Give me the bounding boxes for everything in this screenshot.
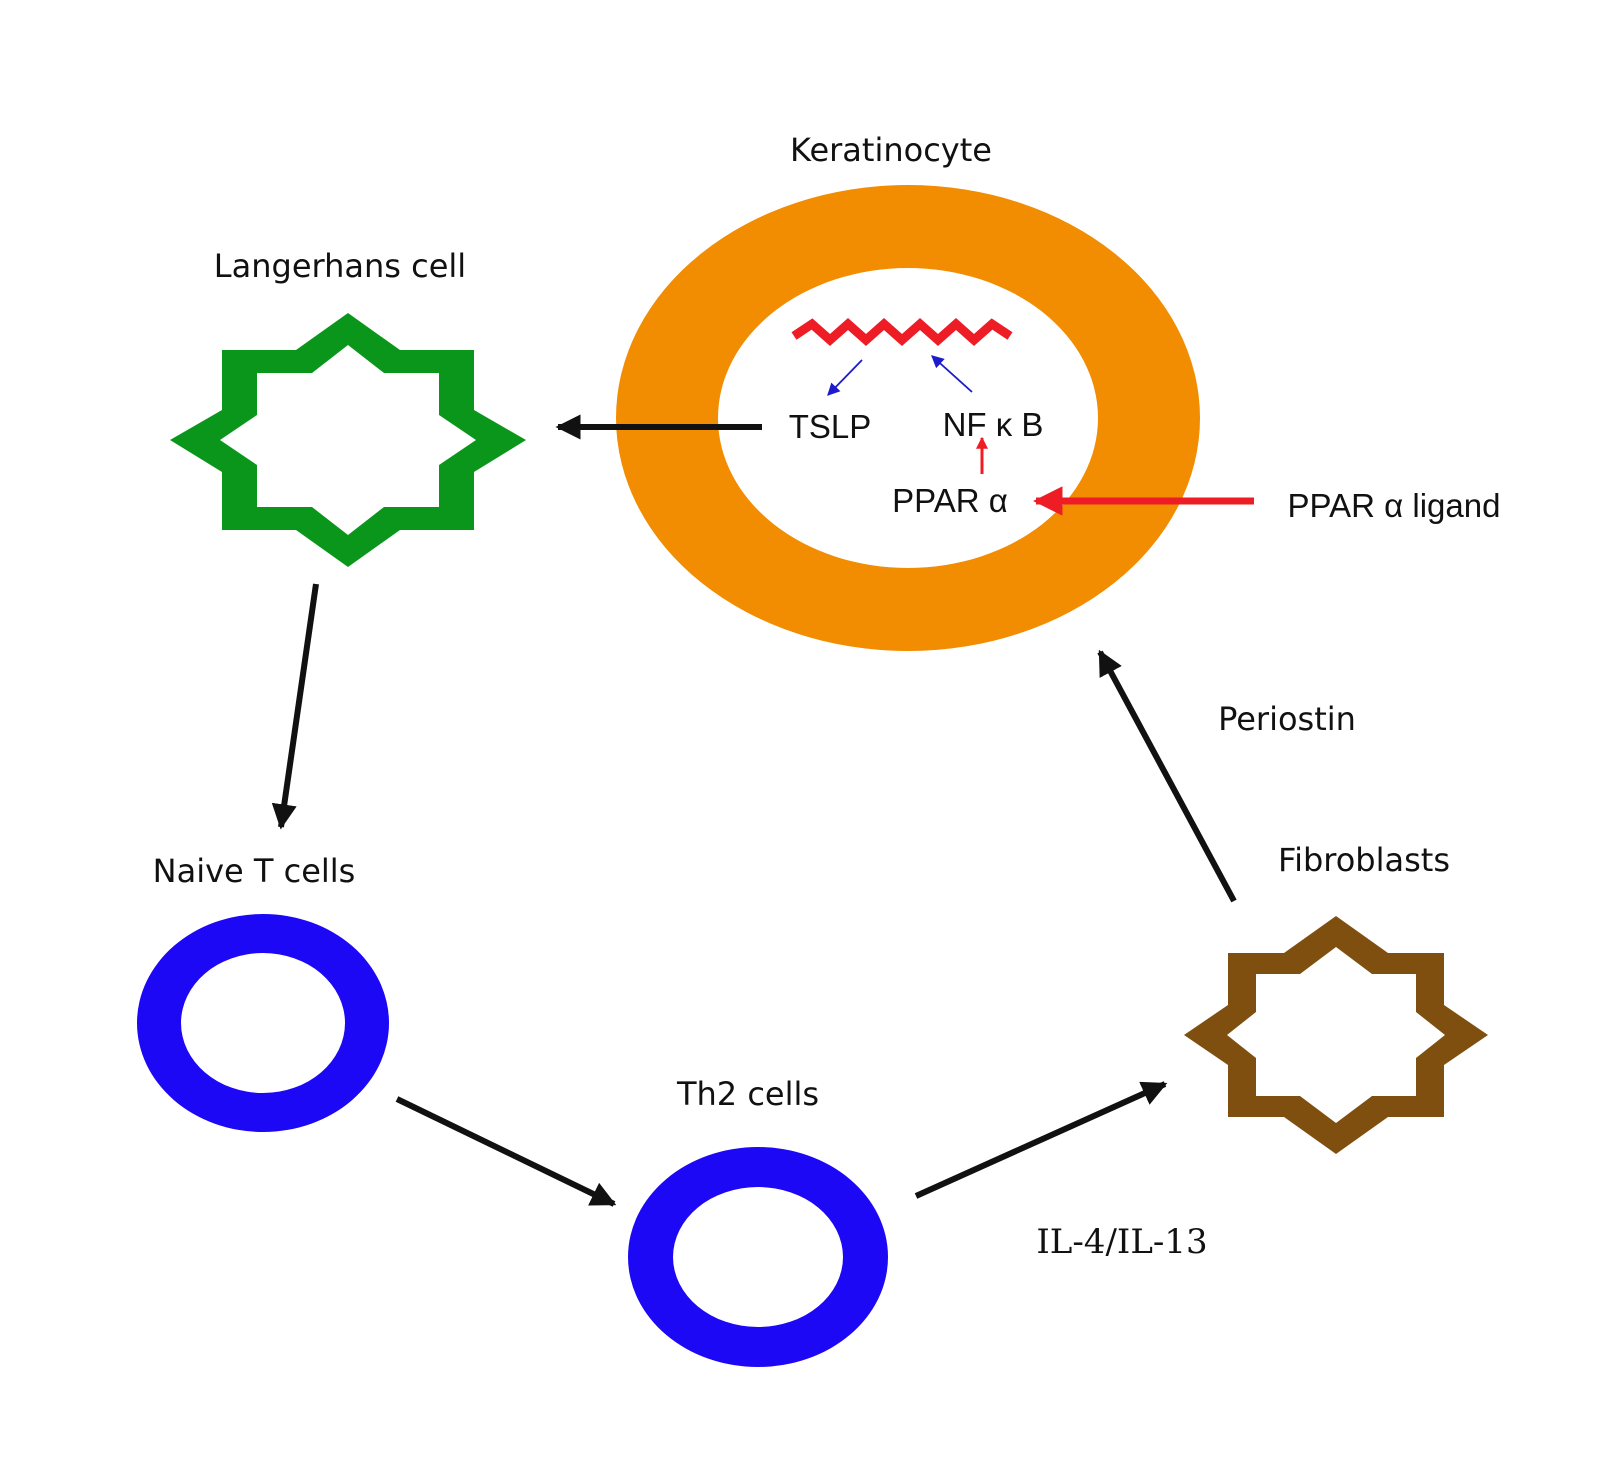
langerhans-cell-star-icon — [170, 313, 526, 567]
dna-strand-icon — [791, 317, 1013, 347]
ppara-ligand-label: PPAR α ligand — [1288, 487, 1501, 524]
il4-il13-label: IL-4/IL-13 — [1036, 1222, 1207, 1262]
th2-label: Th2 cells — [676, 1075, 819, 1113]
naive-t-label: Naive T cells — [153, 852, 356, 890]
fibroblasts-to-keratinocyte-arrow — [1097, 649, 1237, 903]
fibroblasts-star-icon — [1184, 916, 1488, 1154]
naive-t-cell-ring — [137, 914, 389, 1132]
th2-cell-ring — [628, 1147, 888, 1367]
ppara-label: PPAR α — [892, 482, 1008, 519]
dna-to-tslp-arrow — [827, 359, 863, 396]
tslp-label: TSLP — [789, 408, 872, 445]
langerhans-label: Langerhans cell — [214, 247, 466, 285]
keratinocyte-cell — [616, 185, 1200, 651]
naive-t-to-th2-arrow — [395, 1096, 617, 1207]
keratinocyte-label: Keratinocyte — [790, 131, 992, 169]
fibroblasts-label: Fibroblasts — [1278, 841, 1450, 879]
keratinocyte-ring — [616, 185, 1200, 651]
langerhans-to-naive-t-arrow — [271, 583, 319, 830]
nfkb-label: NF κ B — [943, 406, 1044, 443]
periostin-label: Periostin — [1218, 700, 1356, 738]
th2-to-fibroblasts-arrow — [914, 1081, 1168, 1199]
nfkb-to-dna-arrow — [931, 355, 973, 393]
